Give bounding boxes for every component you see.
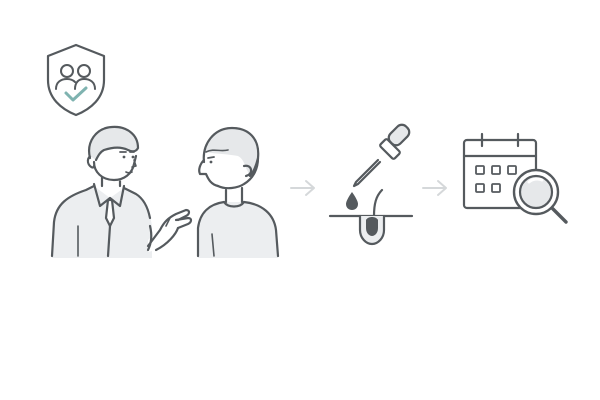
consultation-icon [50, 125, 280, 258]
serum-dropper-scalp-icon [328, 123, 414, 246]
arrow-right-icon [290, 180, 315, 196]
calendar-search-icon [462, 132, 568, 224]
shield-users-check-icon [46, 43, 106, 117]
check-icon [64, 86, 88, 102]
arrow-right-icon [422, 180, 447, 196]
